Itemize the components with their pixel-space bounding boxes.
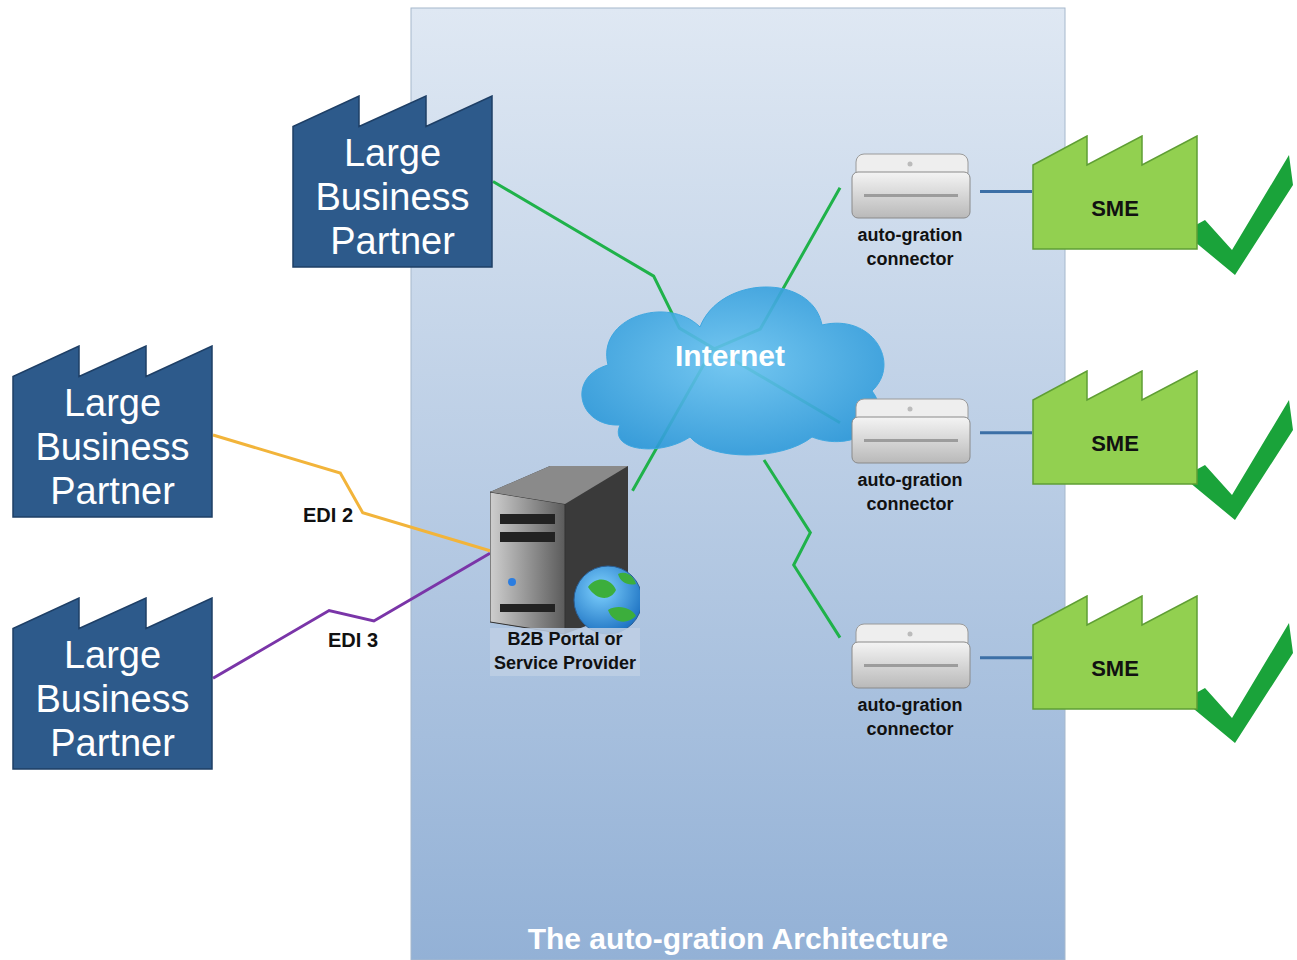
- large-node: Large Business Partner: [12, 597, 213, 770]
- cloud-node: Internet: [560, 255, 900, 460]
- large-node: Large Business Partner: [292, 95, 493, 268]
- lightning-connector: [213, 553, 490, 678]
- mac-mini-icon: [840, 395, 980, 467]
- link-line: [980, 190, 1032, 193]
- check-mark: [1183, 155, 1293, 275]
- server-node: B2B Portal or Service Provider: [490, 462, 640, 702]
- mac-mini-icon: [840, 150, 980, 222]
- factory-shape: [1033, 596, 1197, 709]
- server-icon: [490, 462, 640, 637]
- factory-outline: [1032, 135, 1198, 250]
- mac-node: auto-gration connector: [840, 395, 980, 521]
- node-label: auto-gration connector: [840, 694, 980, 742]
- factory-shape: [1033, 136, 1197, 249]
- link-line: [980, 431, 1032, 434]
- node-label: auto-gration connector: [840, 469, 980, 517]
- factory-shape: [1033, 371, 1197, 484]
- factory-shape: [13, 346, 212, 517]
- sme-node: SME: [1032, 595, 1198, 710]
- lightning-connector: [764, 460, 840, 638]
- node-label: Internet: [560, 339, 900, 373]
- lightning-connector: [213, 435, 490, 551]
- node-label: SME: [1036, 431, 1194, 457]
- sme-node: SME: [1032, 370, 1198, 485]
- edge-label: EDI 2: [303, 504, 353, 527]
- link-line: [980, 656, 1032, 659]
- factory-shape: [293, 96, 492, 267]
- node-label: Large Business Partner: [18, 633, 207, 765]
- node-label: B2B Portal or Service Provider: [490, 628, 640, 676]
- diagram-title: The auto-gration Architecture: [411, 922, 1065, 956]
- node-label: SME: [1036, 656, 1194, 682]
- architecture-panel: [411, 8, 1065, 960]
- check-marks: [1183, 155, 1293, 743]
- mac-node: auto-gration connector: [840, 620, 980, 746]
- large-node: Large Business Partner: [12, 345, 213, 518]
- mac-node: auto-gration connector: [840, 150, 980, 276]
- node-label: SME: [1036, 196, 1194, 222]
- factory-shape: [13, 598, 212, 769]
- check-mark: [1183, 623, 1293, 743]
- mac-mini-icon: [840, 620, 980, 692]
- node-label: Large Business Partner: [298, 131, 487, 263]
- node-label: auto-gration connector: [840, 224, 980, 272]
- factory-outline: [1032, 595, 1198, 710]
- factory-outline: [1032, 370, 1198, 485]
- check-mark: [1183, 400, 1293, 520]
- sme-node: SME: [1032, 135, 1198, 250]
- edge-label: EDI 3: [328, 629, 378, 652]
- node-label: Large Business Partner: [18, 381, 207, 513]
